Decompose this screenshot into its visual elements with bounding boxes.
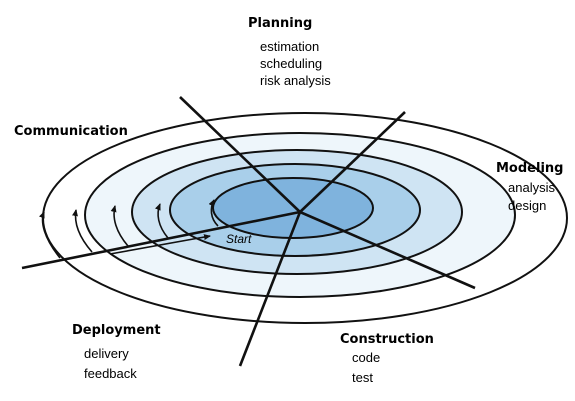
phase-title-modeling: Modeling: [496, 161, 563, 176]
axis-deployment-line: [238, 211, 302, 367]
spiral-arrow-4: [154, 203, 169, 239]
axis-communication-line: [21, 210, 301, 270]
phase-item-construction-2: test: [352, 370, 373, 385]
phase-item-deployment-2: feedback: [84, 366, 137, 381]
phase-title-construction: Construction: [340, 332, 434, 347]
phase-communication: Communication: [14, 124, 128, 139]
phase-construction: Construction code test: [340, 332, 434, 385]
phase-item-construction-1: code: [352, 350, 380, 365]
axis-planning-line: [179, 96, 301, 213]
spiral-arrow-2: [72, 209, 93, 253]
phase-title-deployment: Deployment: [72, 323, 161, 338]
phase-item-modeling-1: analysis: [508, 180, 555, 195]
phase-item-planning-1: estimation: [260, 39, 319, 54]
phase-planning: Planning estimation scheduling risk anal…: [248, 16, 331, 88]
phase-item-modeling-2: design: [508, 198, 546, 213]
phase-modeling: Modeling analysis design: [496, 161, 563, 213]
spiral-rings: [42, 112, 568, 324]
spiral-arrow-start: [109, 234, 211, 255]
phase-title-communication: Communication: [14, 124, 128, 139]
axis-construction-line: [299, 210, 476, 290]
spiral-arrow-3: [110, 205, 129, 247]
phase-title-planning: Planning: [248, 16, 312, 31]
phase-item-planning-2: scheduling: [260, 56, 322, 71]
phase-deployment: Deployment delivery feedback: [72, 323, 161, 381]
phase-item-deployment-1: delivery: [84, 346, 129, 361]
axis-modeling-line: [299, 111, 406, 213]
spiral-arrow-5: [208, 199, 219, 227]
phase-item-planning-3: risk analysis: [260, 73, 331, 88]
spiral-arrow-1: [38, 211, 61, 259]
start-label: Start: [226, 232, 252, 246]
axis-lines: [21, 96, 476, 367]
ring-inner: [212, 177, 374, 239]
spiral-arrows: [38, 199, 219, 259]
